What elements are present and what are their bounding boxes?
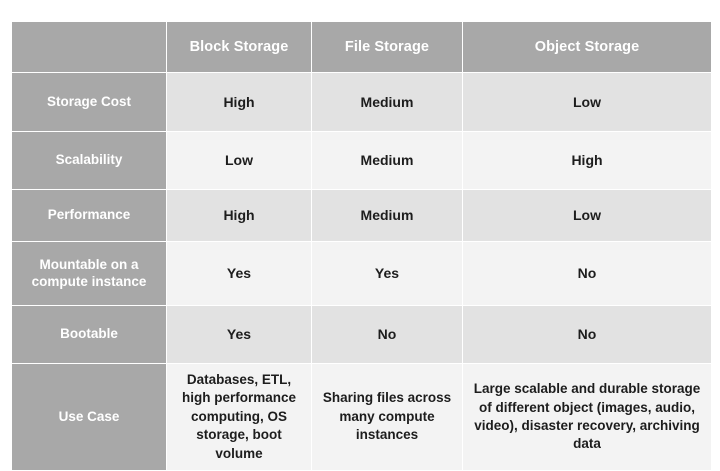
- table-row-mountable: Mountable on a compute instance Yes Yes …: [12, 242, 711, 305]
- cell-performance-object: Low: [463, 190, 711, 241]
- cell-use-case-object: Large scalable and durable storage of di…: [463, 364, 711, 470]
- page-root: Block Storage File Storage Object Storag…: [12, 22, 711, 470]
- table-row-performance: Performance High Medium Low: [12, 190, 711, 241]
- cell-bootable-object: No: [463, 306, 711, 363]
- header-cell-block-storage: Block Storage: [167, 22, 311, 72]
- row-label-storage-cost: Storage Cost: [12, 73, 166, 131]
- cell-bootable-file: No: [312, 306, 462, 363]
- table-row-bootable: Bootable Yes No No: [12, 306, 711, 363]
- row-label-bootable: Bootable: [12, 306, 166, 363]
- cell-storage-cost-object: Low: [463, 73, 711, 131]
- table-row-use-case: Use Case Databases, ETL, high performanc…: [12, 364, 711, 470]
- cell-use-case-file: Sharing files across many compute instan…: [312, 364, 462, 470]
- cell-use-case-block: Databases, ETL, high performance computi…: [167, 364, 311, 470]
- row-label-scalability: Scalability: [12, 132, 166, 189]
- table-header: Block Storage File Storage Object Storag…: [12, 22, 711, 72]
- cell-performance-block: High: [167, 190, 311, 241]
- storage-comparison-table: Block Storage File Storage Object Storag…: [11, 21, 712, 471]
- header-cell-file-storage: File Storage: [312, 22, 462, 72]
- cell-bootable-block: Yes: [167, 306, 311, 363]
- row-label-performance: Performance: [12, 190, 166, 241]
- table-body: Storage Cost High Medium Low Scalability…: [12, 73, 711, 470]
- cell-scalability-file: Medium: [312, 132, 462, 189]
- cell-mountable-block: Yes: [167, 242, 311, 305]
- cell-mountable-object: No: [463, 242, 711, 305]
- row-label-mountable: Mountable on a compute instance: [12, 242, 166, 305]
- cell-scalability-object: High: [463, 132, 711, 189]
- header-row: Block Storage File Storage Object Storag…: [12, 22, 711, 72]
- cell-mountable-file: Yes: [312, 242, 462, 305]
- table-row-storage-cost: Storage Cost High Medium Low: [12, 73, 711, 131]
- cell-scalability-block: Low: [167, 132, 311, 189]
- cell-storage-cost-file: Medium: [312, 73, 462, 131]
- header-cell-object-storage: Object Storage: [463, 22, 711, 72]
- cell-storage-cost-block: High: [167, 73, 311, 131]
- header-cell-attribute: [12, 22, 166, 72]
- table-row-scalability: Scalability Low Medium High: [12, 132, 711, 189]
- cell-performance-file: Medium: [312, 190, 462, 241]
- row-label-use-case: Use Case: [12, 364, 166, 470]
